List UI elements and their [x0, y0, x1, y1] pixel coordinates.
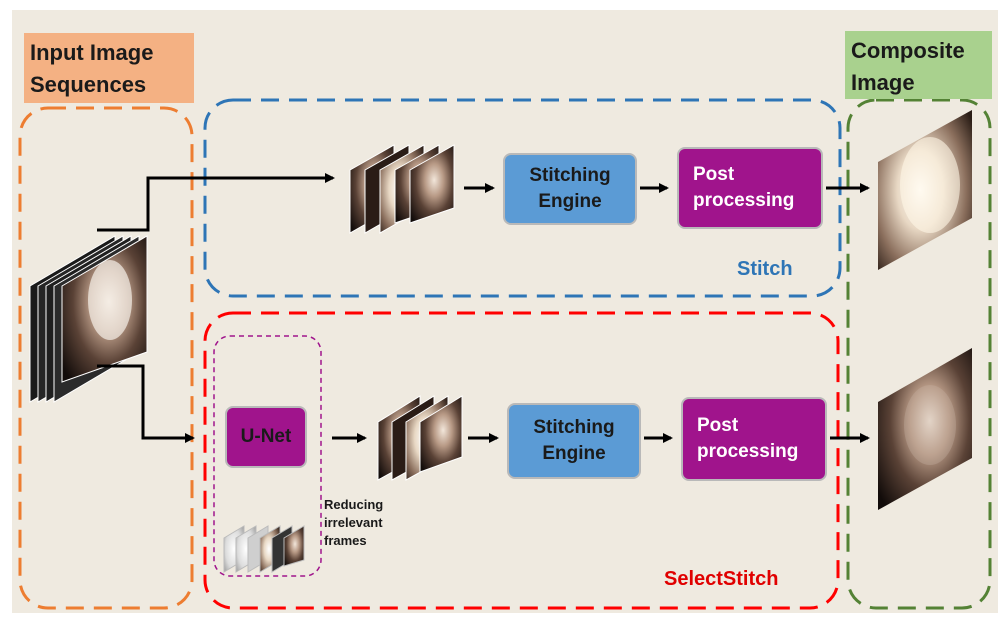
- post-processing-line-2: processing: [693, 190, 795, 211]
- post-processing-box-2: Post processing: [681, 397, 827, 481]
- post-processing-box: Post processing: [677, 147, 823, 229]
- post-processing-2-line-2: processing: [697, 441, 799, 462]
- reducing-note-line-1: Reducing: [324, 497, 384, 512]
- composite-header-line-2: Image: [851, 70, 915, 95]
- composite-output-stitch: [878, 110, 972, 270]
- post-processing-line-1: Post: [693, 164, 735, 185]
- reducing-note-line-3: frames: [324, 533, 367, 548]
- input-sequences-border: [18, 106, 194, 610]
- reducing-note: Reducing irrelevant frames: [324, 496, 383, 550]
- selectstitch-label: SelectStitch: [664, 568, 779, 590]
- unet-label: U-Net: [240, 426, 292, 447]
- input-frame-stack: [29, 235, 148, 403]
- stitching-engine-line-1: Stitching: [529, 165, 611, 186]
- stitch-frames-stack: [349, 144, 455, 234]
- stitching-engine-line-2: Engine: [538, 191, 602, 212]
- composite-output-selectstitch: [878, 348, 972, 510]
- connector-input-to-unet: [97, 364, 195, 443]
- stitching-engine-2-line-1: Stitching: [533, 417, 615, 438]
- input-header: Input Image Sequences: [24, 33, 194, 103]
- connector-input-to-stitch: [97, 173, 335, 232]
- composite-header-line-1: Composite: [851, 38, 965, 63]
- input-header-line-2: Sequences: [30, 72, 147, 97]
- stitching-engine-2-line-2: Engine: [542, 443, 606, 464]
- reducing-note-line-2: irrelevant: [324, 515, 383, 530]
- stitch-label: Stitch: [737, 258, 793, 280]
- composite-header-bg: [845, 31, 992, 99]
- composite-header: Composite Image: [845, 31, 992, 99]
- unet-stage-border: [213, 335, 322, 577]
- input-header-bg: [24, 33, 194, 103]
- stitching-engine-box: Stitching Engine: [503, 153, 637, 225]
- stitching-engine-box-2: Stitching Engine: [507, 403, 641, 479]
- selectstitch-border: [203, 311, 840, 610]
- stitch-border: [203, 98, 842, 298]
- post-processing-2-line-1: Post: [697, 415, 739, 436]
- selected-frames-stack: [377, 395, 463, 481]
- composite-border: [846, 98, 992, 610]
- irrelevant-frames-stack: [223, 525, 305, 573]
- unet-box: U-Net: [225, 406, 307, 468]
- input-header-line-1: Input Image: [30, 40, 154, 65]
